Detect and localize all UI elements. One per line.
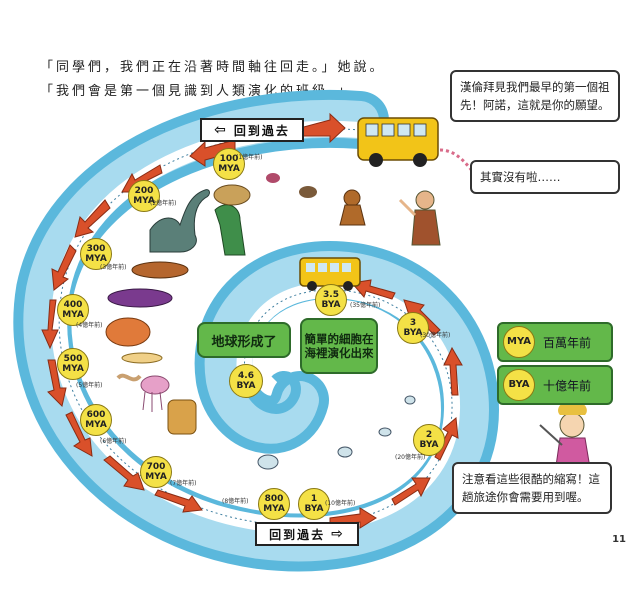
- right-arrow-icon: ⇨: [331, 526, 345, 542]
- speech-bubble-abbreviations: 注意看這些很酷的縮寫！這趟旅途你會需要用到喔。: [452, 462, 612, 514]
- legend-bya-meaning: 十億年前: [543, 378, 592, 393]
- legend-mya: MYA 百萬年前: [497, 322, 613, 362]
- school-bus-top: [357, 117, 482, 182]
- fish-large: [105, 317, 151, 347]
- narration-line-1: 「同學們，我們正在沿著時間軸往回走。」她說。: [40, 60, 386, 75]
- arrow: [74, 199, 111, 238]
- arrow: [299, 112, 346, 144]
- year-label: (35億年前): [350, 302, 381, 309]
- small-mammal: [299, 186, 317, 198]
- bird: [266, 173, 280, 183]
- caveman: [398, 190, 441, 246]
- event-earth-formed: 地球形成了: [197, 322, 291, 358]
- arrow: [443, 346, 463, 396]
- year-label: (3億年前): [100, 264, 127, 271]
- left-arrow-icon: ⇦: [214, 122, 228, 138]
- page-number: 11: [612, 534, 626, 545]
- year-label: (4億年前): [76, 322, 103, 329]
- school-bus-center: [299, 257, 361, 291]
- cells: [257, 395, 416, 470]
- year-label: (1億年前): [236, 154, 263, 161]
- sponge: [167, 399, 197, 435]
- year-label: (6億年前): [100, 438, 127, 445]
- arrow: [65, 411, 93, 457]
- year-label: (20億年前): [395, 454, 426, 461]
- salamander: [107, 288, 173, 308]
- triceratops: [213, 184, 251, 206]
- event-simple-cells: 簡單的細胞在海裡演化出來: [300, 318, 378, 374]
- year-label: (5億年前): [76, 382, 103, 389]
- monkey: [339, 189, 366, 226]
- legend-mya-meaning: 百萬年前: [543, 335, 592, 350]
- arrow: [351, 279, 396, 300]
- lizard: [131, 261, 189, 279]
- arrow: [154, 489, 203, 513]
- fish-small: [121, 352, 163, 364]
- worm: [116, 373, 142, 382]
- speech-bubble-reply: 其實沒有啦……: [470, 160, 620, 194]
- arrow: [47, 359, 67, 407]
- year-label: (10億年前): [325, 500, 356, 507]
- sign-bottom-label: 回到過去: [269, 527, 326, 542]
- legend-mya-coin: MYA: [503, 326, 535, 358]
- back-in-time-sign-bottom: 回到過去 ⇨: [255, 522, 359, 546]
- speech-bubble-ancestor: 漢倫拜見我們最早的第一個祖先！阿諾，這就是你的願望。: [450, 70, 620, 122]
- year-label: (2億年前): [150, 200, 177, 207]
- raptor: [214, 204, 246, 256]
- jellyfish: [140, 375, 170, 412]
- arrow: [103, 455, 145, 491]
- sign-top-label: 回到過去: [233, 123, 290, 138]
- arrow: [41, 299, 59, 350]
- sauropod: [149, 189, 210, 253]
- year-label: (8億年前): [222, 498, 249, 505]
- inner-swirl: [240, 371, 301, 414]
- arrow: [51, 244, 77, 291]
- year-label: (30億年前): [420, 332, 451, 339]
- year-label: (7億年前): [170, 480, 197, 487]
- back-in-time-sign-top: ⇦ 回到過去: [200, 118, 304, 142]
- legend-bya-coin: BYA: [503, 369, 535, 401]
- legend-bya: BYA 十億年前: [497, 365, 613, 405]
- arrow: [391, 477, 431, 506]
